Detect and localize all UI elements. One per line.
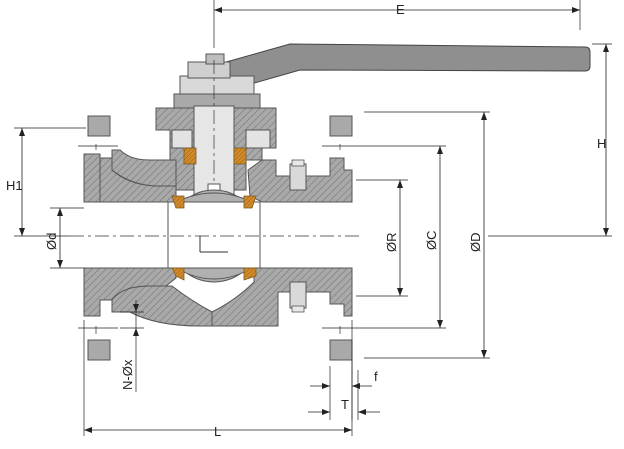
seat-bottom-left xyxy=(171,267,185,281)
dim-nx-label: N-Øx xyxy=(120,359,135,390)
bolt-bottom-right xyxy=(329,339,353,361)
bolt-top-left xyxy=(87,115,111,137)
dim-t-label: T xyxy=(341,397,349,412)
bolt-top-right xyxy=(329,115,353,137)
seat-top-right xyxy=(243,195,257,209)
dim-d-label: Ød xyxy=(44,233,59,250)
stem-packing-left xyxy=(183,147,197,165)
dim-c-label: ØC xyxy=(424,231,439,251)
body-bolt-bottom xyxy=(289,281,307,313)
dim-l-label: L xyxy=(214,424,221,439)
body-bolt-top xyxy=(289,159,307,191)
dim-r-label: ØR xyxy=(384,233,399,253)
dim-f-label: f xyxy=(374,369,378,384)
stem-packing-right xyxy=(233,147,247,165)
valve-body-left xyxy=(83,149,213,327)
dim-e-label: E xyxy=(396,2,405,17)
seat-top-left xyxy=(171,195,185,209)
dim-h1-label: H1 xyxy=(6,178,23,193)
bolt-bottom-left xyxy=(87,339,111,361)
handle-lever xyxy=(179,43,591,95)
dim-dd-label: ØD xyxy=(468,233,483,253)
dim-h-label: H xyxy=(597,136,606,151)
seat-bottom-right xyxy=(243,267,257,281)
bonnet xyxy=(155,60,277,200)
